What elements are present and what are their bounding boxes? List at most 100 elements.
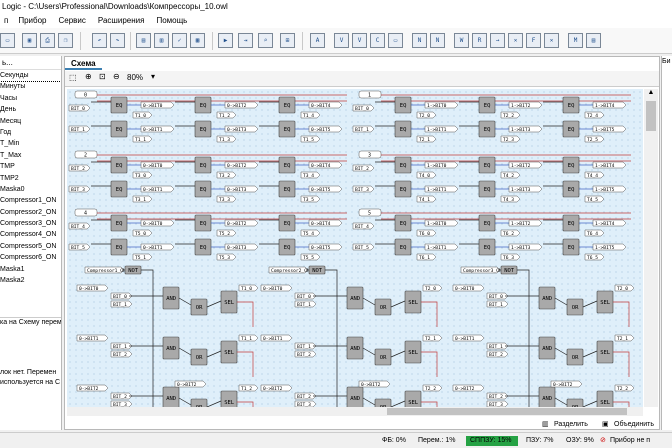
bit-input-label[interactable]: BIT_0: [297, 294, 311, 300]
or-block-label[interactable]: OR: [380, 305, 387, 311]
bit-input[interactable]: [294, 300, 317, 308]
t-label-label[interactable]: T4_4: [587, 173, 598, 179]
bit-label[interactable]: [140, 125, 175, 133]
bit-label[interactable]: [224, 185, 259, 193]
bit-label[interactable]: [224, 125, 259, 133]
bit-label-label[interactable]: 1->BIT3: [511, 245, 531, 251]
t-label[interactable]: [300, 111, 321, 119]
t-label-label[interactable]: T5_5: [303, 255, 314, 261]
wire[interactable]: [582, 300, 598, 308]
bit-input[interactable]: [294, 350, 317, 358]
bit-input-label[interactable]: BIT_4: [71, 224, 85, 230]
redo-icon[interactable]: ↷: [110, 33, 125, 48]
wire[interactable]: [421, 401, 438, 407]
row-input[interactable]: [76, 284, 109, 292]
eq-block-label[interactable]: EQ: [484, 127, 491, 133]
bit-input[interactable]: [294, 392, 317, 400]
wire[interactable]: [554, 297, 568, 306]
bit-input-label[interactable]: BIT_2: [489, 394, 503, 400]
t-label-label[interactable]: T5_1: [135, 255, 146, 261]
eq-block-label[interactable]: EQ: [200, 245, 207, 251]
t-label-label[interactable]: T4_1: [419, 197, 430, 203]
bit-input-label[interactable]: BIT_1: [297, 302, 311, 308]
row-input-label[interactable]: 0->BIT2: [553, 382, 573, 388]
bit-label[interactable]: [140, 219, 175, 227]
bit-label[interactable]: [308, 161, 343, 169]
bit-label[interactable]: [508, 185, 543, 193]
wire[interactable]: [390, 400, 406, 407]
menu-extensions[interactable]: Расширения: [97, 16, 145, 25]
t-label[interactable]: [300, 195, 321, 203]
bit-input[interactable]: [486, 300, 509, 308]
or-block-label[interactable]: OR: [196, 355, 203, 361]
eq-block-label[interactable]: EQ: [484, 221, 491, 227]
input-constant-label[interactable]: 2: [84, 153, 87, 159]
t-label-label[interactable]: T2_2: [503, 113, 514, 119]
t-label-label[interactable]: T2_2: [425, 386, 436, 392]
compressor-input-label[interactable]: Compressor3_ON: [463, 268, 502, 274]
bit-input[interactable]: [110, 292, 133, 300]
bit-input-label[interactable]: BIT_2: [297, 352, 311, 358]
split-icon[interactable]: ▥: [542, 421, 549, 428]
bit-label-label[interactable]: 1->BIT5: [595, 187, 615, 193]
bit-input-label[interactable]: BIT_0: [489, 294, 503, 300]
t-label[interactable]: [500, 111, 521, 119]
sel-block-label[interactable]: SEL: [224, 300, 235, 306]
new-file-icon[interactable]: ▭: [0, 33, 15, 48]
eq-block-label[interactable]: EQ: [484, 187, 491, 193]
t-label-label[interactable]: T6_2: [503, 231, 514, 237]
t-label[interactable]: [216, 253, 237, 261]
wire[interactable]: [206, 400, 222, 407]
t-label[interactable]: [422, 384, 443, 392]
bit-label-label[interactable]: 1->BIT0: [427, 163, 447, 169]
split-button[interactable]: Разделить: [554, 421, 588, 428]
bit-label[interactable]: [224, 219, 259, 227]
row-input-label[interactable]: 0->BIT1: [263, 336, 283, 342]
eq-block-label[interactable]: EQ: [116, 245, 123, 251]
t-label-label[interactable]: T1_1: [135, 137, 146, 143]
eq-block-label[interactable]: EQ: [568, 103, 575, 109]
t-label[interactable]: [216, 111, 237, 119]
bit-label[interactable]: [592, 185, 627, 193]
eq-block-label[interactable]: EQ: [400, 163, 407, 169]
bit-label[interactable]: [308, 185, 343, 193]
wire[interactable]: [178, 397, 192, 406]
bit-input[interactable]: [486, 392, 509, 400]
bit-input[interactable]: [352, 125, 375, 133]
variable-item[interactable]: T_Min: [0, 140, 20, 148]
bit-label-label[interactable]: 1->BIT2: [511, 163, 531, 169]
zoom-out-icon[interactable]: ⊖: [113, 72, 120, 81]
and-block-label[interactable]: AND: [350, 296, 360, 302]
chevron-down-icon[interactable]: ▾: [151, 72, 156, 81]
insert-c-icon[interactable]: C: [370, 33, 385, 48]
t-label-label[interactable]: T2_0: [425, 286, 436, 292]
compressor-input-label[interactable]: Compressor1_ON: [87, 268, 126, 274]
compressor-input[interactable]: [460, 266, 501, 274]
t-label-label[interactable]: T5_3: [219, 255, 230, 261]
and-block-label[interactable]: AND: [166, 396, 176, 402]
row-input[interactable]: [452, 284, 485, 292]
t-label[interactable]: [614, 384, 635, 392]
row-input[interactable]: [76, 334, 109, 342]
bit-label-label[interactable]: 1->BIT0: [427, 221, 447, 227]
bit-input-label[interactable]: BIT_3: [113, 402, 127, 407]
wire[interactable]: [178, 347, 192, 356]
and-block-label[interactable]: AND: [542, 396, 552, 402]
t-label[interactable]: [500, 253, 521, 261]
wire[interactable]: [421, 301, 438, 327]
compressor-input[interactable]: [268, 266, 309, 274]
variable-item[interactable]: TMP2: [0, 174, 19, 182]
input-constant[interactable]: [74, 208, 98, 217]
row-input[interactable]: [452, 334, 485, 342]
t-label-label[interactable]: T3_0: [135, 173, 146, 179]
bit-input[interactable]: [486, 400, 509, 407]
eq-block-label[interactable]: EQ: [484, 245, 491, 251]
bit-input[interactable]: [352, 243, 375, 251]
variable-item[interactable]: Compressor5_ON: [0, 242, 57, 250]
bit-input[interactable]: [68, 104, 91, 112]
bit-input-label[interactable]: BIT_3: [297, 402, 311, 407]
t-label-label[interactable]: T5_0: [135, 231, 146, 237]
t-label[interactable]: [132, 229, 153, 237]
t-label-label[interactable]: T2_3: [503, 137, 514, 143]
bit-input[interactable]: [110, 400, 133, 407]
